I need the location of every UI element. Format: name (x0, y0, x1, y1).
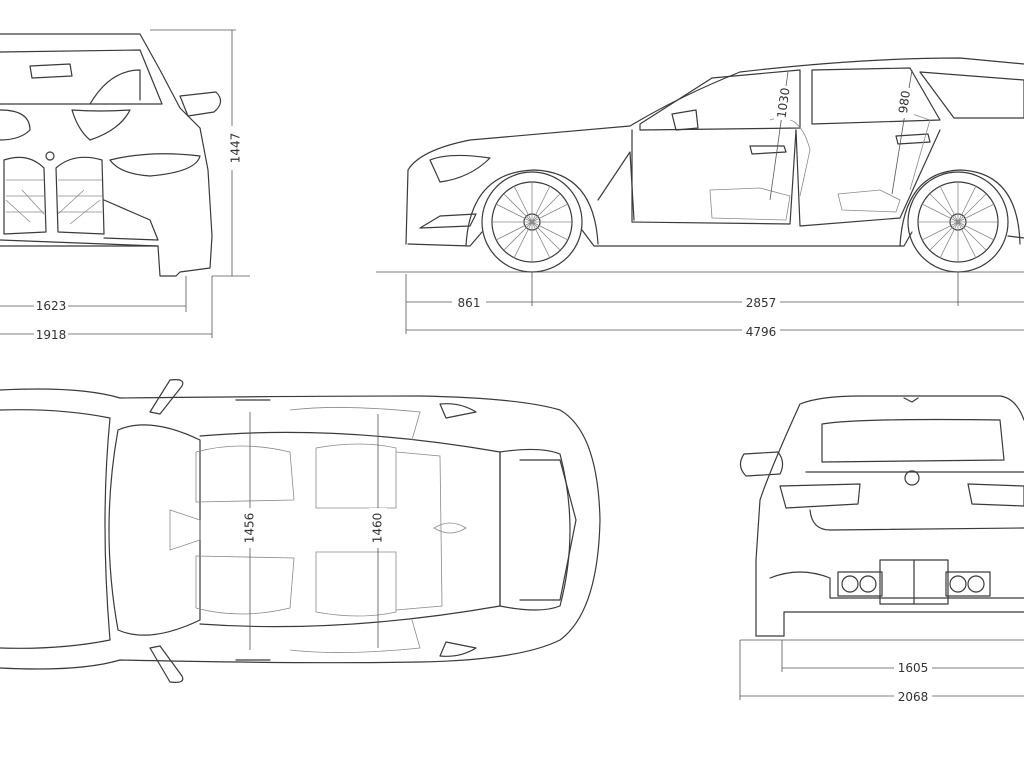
top-view: 1456 1460 (0, 379, 601, 683)
front-track-label: 1623 (36, 299, 67, 313)
top-shoulder-front-label: 1456 (243, 513, 257, 544)
side-headroom-front-label: 1030 (774, 87, 792, 119)
rear-view: 1605 2068 (739, 395, 1024, 704)
side-wheelbase-label: 2857 (746, 296, 777, 310)
top-shoulder-rear-label: 1460 (371, 513, 385, 544)
front-height-label: 1447 (229, 133, 243, 164)
rear-track-label: 1605 (898, 661, 929, 675)
front-width-label: 1918 (36, 328, 67, 342)
front-view: 1447 1623 1918 (0, 29, 250, 342)
side-overhang-front-label: 861 (458, 296, 481, 310)
side-length-label: 4796 (746, 325, 777, 339)
rear-width-label: 2068 (898, 690, 929, 704)
side-headroom-rear-label: 980 (896, 90, 913, 115)
side-view: 1030 980 861 2857 4796 (376, 57, 1024, 339)
